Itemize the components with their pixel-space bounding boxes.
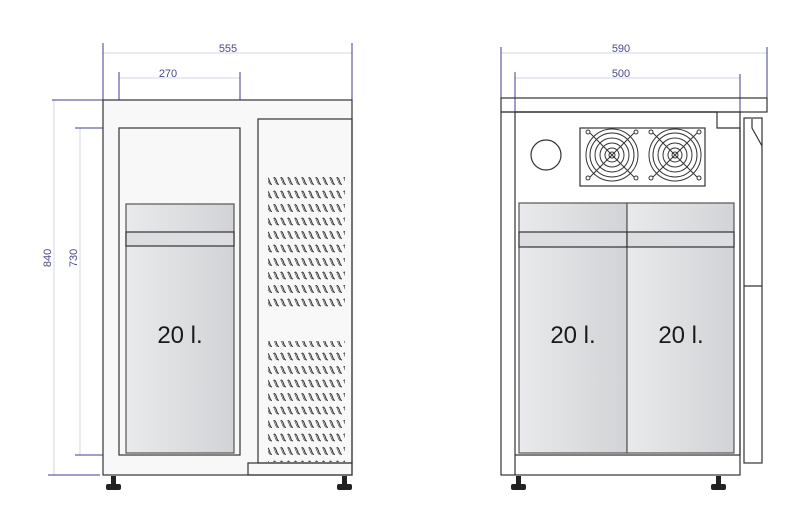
container-volume: 20 l.: [157, 322, 202, 349]
left-view: 555 270 840 730 20 l.: [42, 43, 353, 490]
foot: [711, 476, 726, 490]
dim-height-inner: 730: [68, 249, 80, 267]
vent-louvers-top: [268, 175, 345, 310]
container-volume: 20 l.: [658, 322, 703, 349]
container-lid: [626, 231, 735, 248]
base-strip: [247, 462, 353, 476]
dim-width-outer: 555: [219, 43, 237, 55]
fan-icon: [648, 128, 702, 182]
container-volume: 20 l.: [550, 322, 595, 349]
thermostat-knob: [530, 139, 562, 171]
fan-box: [579, 127, 706, 187]
dim-width-inner: 270: [159, 68, 177, 80]
container-lid: [125, 231, 235, 247]
right-view: 590 500 20 l. 20 l.: [500, 43, 768, 490]
dimension-lines: [500, 47, 768, 112]
fan-icon: [585, 128, 639, 182]
dim-width-outer: 590: [612, 43, 630, 55]
dim-width-inner: 500: [612, 68, 630, 80]
foot: [106, 476, 121, 490]
foot: [511, 476, 526, 490]
top-worktop: [500, 97, 768, 113]
compartment: [118, 127, 241, 456]
vent-louvers-bottom: [268, 341, 345, 462]
dim-height-outer: 840: [42, 249, 54, 267]
foot: [337, 476, 352, 490]
container-lid: [518, 231, 628, 248]
door-side: [743, 117, 763, 464]
compartment: [514, 111, 741, 475]
